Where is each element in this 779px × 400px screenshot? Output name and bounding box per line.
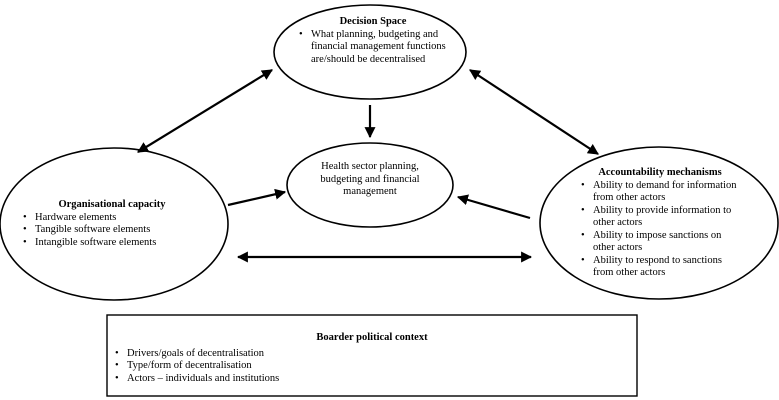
accountability-item: Ability to demand for information from o… xyxy=(580,180,740,205)
accountability-item: Ability to respond to sanctions from oth… xyxy=(580,255,740,280)
accountability-node: Accountability mechanisms Ability to dem… xyxy=(580,167,740,280)
organisational-capacity-node: Organisational capacity Hardware element… xyxy=(22,199,202,249)
accountability-ellipse xyxy=(539,146,779,300)
arrow-organisational-health xyxy=(227,188,287,207)
organisational-capacity-item: Hardware elements xyxy=(22,212,202,225)
political-context-item: Actors – individuals and institutions xyxy=(114,373,630,386)
arrow-decision-accountability xyxy=(469,69,599,155)
political-context-list: Drivers/goals of decentralisation Type/f… xyxy=(114,348,630,386)
political-context-item: Type/form of decentralisation xyxy=(114,360,630,373)
organisational-capacity-item: Tangible software elements xyxy=(22,224,202,237)
accountability-item: Ability to impose sanctions on other act… xyxy=(580,230,740,255)
organisational-capacity-list: Hardware elements Tangible software elem… xyxy=(22,212,202,250)
health-sector-label: Health sector planning, budgeting and fi… xyxy=(320,161,420,197)
political-context-title: Boarder political context xyxy=(316,332,428,343)
organisational-capacity-ellipse xyxy=(0,147,229,301)
health-sector-ellipse xyxy=(286,142,454,228)
decision-space-title: Decision Space xyxy=(339,16,407,27)
decision-space-ellipse xyxy=(273,4,467,100)
accountability-list: Ability to demand for information from o… xyxy=(580,180,740,280)
accountability-title: Accountability mechanisms xyxy=(598,167,722,178)
political-context-node: Boarder political context Drivers/goals … xyxy=(114,332,630,385)
arrow-decision-organisational xyxy=(137,69,273,153)
arrow-accountability-health xyxy=(456,194,531,220)
political-context-item: Drivers/goals of decentralisation xyxy=(114,348,630,361)
health-sector-node: Health sector planning, budgeting and fi… xyxy=(310,161,430,199)
organisational-capacity-item: Intangible software elements xyxy=(22,237,202,250)
decision-space-node: Decision Space What planning, budgeting … xyxy=(298,16,448,66)
political-context-box xyxy=(106,314,638,397)
decision-space-list: What planning, budgeting and financial m… xyxy=(298,29,448,67)
decision-space-item: What planning, budgeting and financial m… xyxy=(298,29,448,67)
organisational-capacity-title: Organisational capacity xyxy=(58,199,166,210)
accountability-item: Ability to provide information to other … xyxy=(580,205,740,230)
